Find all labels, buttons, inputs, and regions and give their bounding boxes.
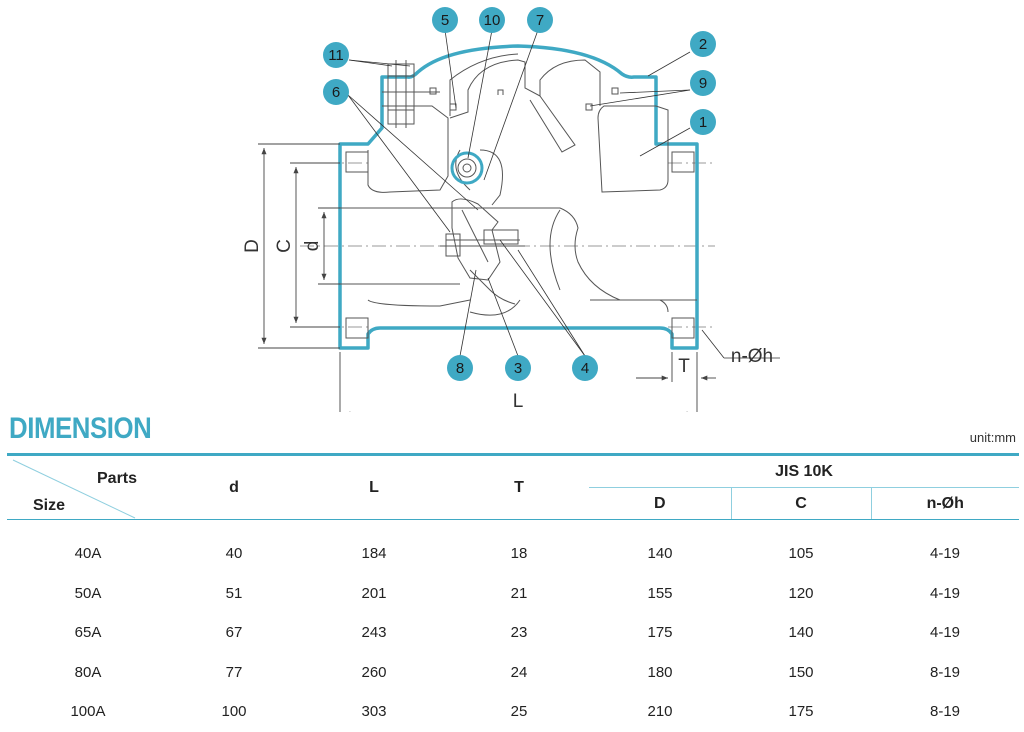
header-diagonal <box>12 459 136 519</box>
balloon-5: 5 <box>432 7 458 33</box>
header-size: Size <box>33 497 66 514</box>
cell-size: 80A <box>74 663 102 681</box>
cell-n-oh: 4-19 <box>929 584 961 602</box>
dim-label-d: d <box>302 241 323 252</box>
table-row: 50A 51 201 21 155 120 4-19 <box>7 574 1019 614</box>
cell-L: 303 <box>361 703 387 721</box>
svg-text:4: 4 <box>581 360 589 377</box>
svg-text:2: 2 <box>699 36 707 53</box>
cell-L: 201 <box>361 584 387 602</box>
svg-text:3: 3 <box>514 360 522 377</box>
svg-text:11: 11 <box>328 47 344 64</box>
header-d: d <box>169 453 299 520</box>
svg-text:6: 6 <box>332 84 340 101</box>
header-parts: Parts <box>97 470 138 487</box>
balloon-2: 2 <box>690 31 716 57</box>
table-row: 40A 40 184 18 140 105 4-19 <box>7 534 1019 574</box>
table-row: 65A 67 243 23 175 140 4-19 <box>7 613 1019 653</box>
balloon-7: 7 <box>527 7 553 33</box>
cell-C: 150 <box>788 663 814 681</box>
cell-T: 18 <box>510 545 528 563</box>
cell-D: 155 <box>647 584 673 602</box>
svg-text:10: 10 <box>484 12 501 29</box>
cell-size: 40A <box>74 545 102 563</box>
balloon-11: 11 <box>323 42 349 68</box>
svg-text:8: 8 <box>456 360 464 377</box>
cell-n-oh: 4-19 <box>929 624 961 642</box>
cell-size: 65A <box>74 624 102 642</box>
cell-C: 140 <box>788 624 814 642</box>
dim-label-D: D <box>242 239 263 253</box>
dim-label-C: C <box>274 239 295 253</box>
cell-C: 120 <box>788 584 814 602</box>
svg-text:5: 5 <box>441 12 449 29</box>
cover-bolt <box>382 60 619 128</box>
section-title: DIMENSION <box>9 412 152 445</box>
cell-n-oh: 8-19 <box>929 703 961 721</box>
balloon-8: 8 <box>447 355 473 381</box>
header-C: C <box>730 487 871 520</box>
cell-T: 23 <box>510 624 528 642</box>
cell-D: 140 <box>647 545 673 563</box>
cell-d: 67 <box>225 624 243 642</box>
flange-ports <box>345 151 695 339</box>
header-D: D <box>589 487 731 520</box>
table-row: 100A 100 303 25 210 175 8-19 <box>7 692 1019 732</box>
unit-label: unit:mm <box>969 430 1016 445</box>
cell-n-oh: 8-19 <box>929 663 961 681</box>
leader-lines <box>347 29 780 359</box>
table-row: 80A 77 260 24 180 150 8-19 <box>7 653 1019 693</box>
hinge-pin <box>450 151 484 185</box>
dimension-lines <box>258 143 716 412</box>
header-L: L <box>299 453 449 520</box>
cell-D: 180 <box>647 663 673 681</box>
cell-L: 184 <box>361 545 387 563</box>
header-n-oh: n-Øh <box>870 487 1019 520</box>
balloon-4: 4 <box>572 355 598 381</box>
svg-text:7: 7 <box>536 12 544 29</box>
cell-L: 260 <box>361 663 387 681</box>
svg-text:9: 9 <box>699 75 707 92</box>
cell-d: 40 <box>225 545 243 563</box>
balloon-1: 1 <box>690 109 716 135</box>
cell-T: 24 <box>510 663 528 681</box>
valve-body-outline <box>338 44 699 350</box>
cell-size: 50A <box>74 584 102 602</box>
dimension-table: Parts Size d L T JIS 10K D C n-Øh 40A 40… <box>7 453 1019 732</box>
balloon-6: 6 <box>323 79 349 105</box>
balloon-9: 9 <box>690 70 716 96</box>
header-T: T <box>449 453 589 520</box>
valve-drawing: D C d L T n-Øh 1 2 3 4 5 6 7 8 9 10 11 <box>242 7 780 412</box>
cell-n-oh: 4-19 <box>929 545 961 563</box>
cell-size: 100A <box>70 703 106 721</box>
balloon-3: 3 <box>505 355 531 381</box>
cell-D: 175 <box>647 624 673 642</box>
cell-d: 100 <box>221 703 247 721</box>
header-jis-10k: JIS 10K <box>589 453 1019 488</box>
center-lines <box>300 162 715 328</box>
cell-d: 51 <box>225 584 243 602</box>
cell-d: 77 <box>225 663 243 681</box>
cell-L: 243 <box>361 624 387 642</box>
cell-C: 105 <box>788 545 814 563</box>
dim-label-T: T <box>678 356 690 377</box>
cell-D: 210 <box>647 703 673 721</box>
svg-text:1: 1 <box>699 114 707 131</box>
header-parts-size: Parts Size <box>7 453 169 520</box>
dim-label-L: L <box>513 391 524 412</box>
cell-T: 25 <box>510 703 528 721</box>
part-balloons: 1 2 3 4 5 6 7 8 9 10 11 <box>323 7 716 381</box>
cell-C: 175 <box>788 703 814 721</box>
balloon-10: 10 <box>479 7 505 33</box>
cell-T: 21 <box>510 584 528 602</box>
valve-internals <box>340 53 697 316</box>
dim-label-n-oh: n-Øh <box>731 346 773 367</box>
